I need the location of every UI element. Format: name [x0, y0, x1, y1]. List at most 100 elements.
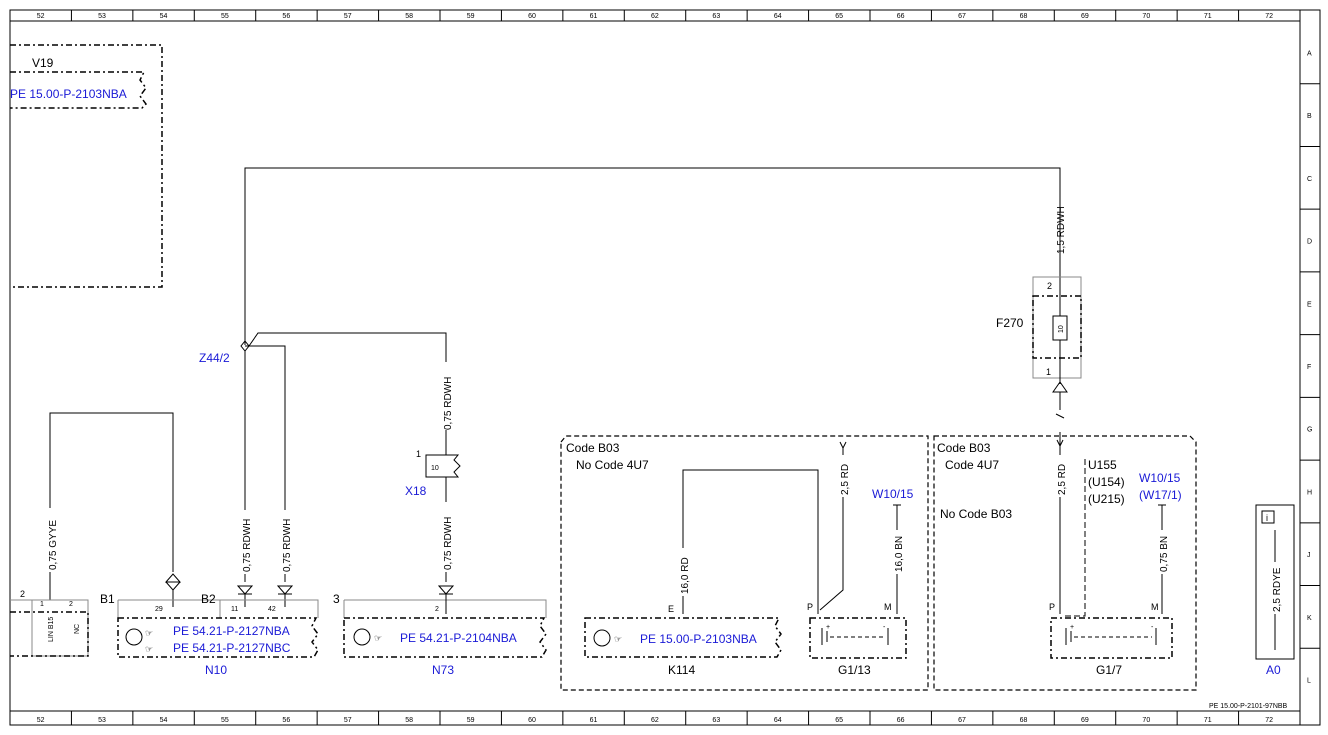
grid-column-label: 64: [774, 13, 782, 20]
svg-text:i: i: [1266, 513, 1268, 523]
code-box-1: Code B03 No Code 4U7: [560, 435, 929, 691]
n73-module: 3 2 ☞ PE 54.21-P-2104NBA N73: [333, 585, 547, 677]
grid-row-label: L: [1307, 678, 1311, 685]
svg-text:(U215): (U215): [1088, 492, 1125, 506]
n10-module: B1 B2 29 11 42 ☞ ☞ PE 54.21-P-2127NBA PE…: [100, 592, 319, 677]
grid-column-label: 66: [897, 717, 905, 724]
svg-text:2: 2: [20, 589, 25, 599]
svg-text:Code B03: Code B03: [566, 441, 620, 455]
grid-column-label: 58: [405, 13, 413, 20]
left-connector: 2 1 2 LIN B15 NC: [10, 589, 89, 657]
svg-text:+: +: [1070, 624, 1074, 631]
w171-label: (W17/1): [1139, 488, 1182, 502]
svg-text:M: M: [884, 602, 892, 612]
svg-text:+: +: [826, 624, 830, 631]
x18-label: X18: [405, 484, 427, 498]
n10-wires: 0,75 RDWH 0,75 RDWH 0,75 GYYE: [42, 412, 294, 607]
grid-column-label: 64: [774, 717, 782, 724]
grid-column-label: 61: [590, 13, 598, 20]
k114-ref-link[interactable]: PE 15.00-P-2103NBA: [640, 632, 757, 646]
n10-label: N10: [205, 663, 227, 677]
grid-row-label: G: [1307, 427, 1312, 434]
svg-text:2,5 RD: 2,5 RD: [840, 464, 851, 495]
svg-text:B1: B1: [100, 592, 115, 606]
f270-fuse: 10 2 1 F270: [996, 276, 1082, 419]
svg-text:-: -: [883, 624, 886, 631]
svg-text:E: E: [668, 604, 674, 614]
svg-text:2: 2: [69, 601, 73, 608]
grid-row-label: F: [1307, 364, 1311, 371]
x18-connector: 0,75 RDWH 10 1 X18 0,75 RDWH: [405, 362, 461, 582]
grid-column-label: 55: [221, 717, 229, 724]
grid-column-label: 71: [1204, 13, 1212, 20]
grid-row-label: D: [1307, 239, 1312, 246]
svg-text:No Code 4U7: No Code 4U7: [576, 458, 649, 472]
svg-text:0,75 RDWH: 0,75 RDWH: [443, 517, 454, 570]
svg-text:B2: B2: [201, 592, 216, 606]
grid-column-label: 57: [344, 13, 352, 20]
code-box-2: Code B03 Code 4U7 No Code B03: [933, 435, 1197, 691]
svg-text:Code 4U7: Code 4U7: [945, 458, 999, 472]
grid-column-label: 52: [37, 717, 45, 724]
svg-text:3: 3: [333, 592, 340, 606]
grid-row-label: A: [1307, 50, 1312, 57]
v19-ref-link[interactable]: PE 15.00-P-2103NBA: [10, 87, 127, 101]
grid-column-label: 62: [651, 13, 659, 20]
n73-label: N73: [432, 663, 454, 677]
svg-text:10: 10: [1058, 325, 1065, 333]
grid-column-label: 60: [528, 13, 536, 20]
grid-column-label: 72: [1265, 13, 1273, 20]
z44-junction: Z44/2: [199, 332, 447, 582]
v19-label: V19: [32, 56, 54, 70]
sheet-id: PE 15.00-P-2101-97NBB: [1209, 703, 1288, 710]
n73-ref-link[interactable]: PE 54.21-P-2104NBA: [400, 631, 517, 645]
svg-text:☞: ☞: [614, 634, 622, 644]
n10-ref-link-1[interactable]: PE 54.21-P-2127NBA: [173, 624, 290, 638]
grid-column-label: 53: [98, 13, 106, 20]
grid-column-label: 54: [160, 717, 168, 724]
grid-column-label: 54: [160, 13, 168, 20]
grid-row-label: H: [1307, 489, 1312, 496]
grid-column-label: 69: [1081, 717, 1089, 724]
wire-label-15rdwh: 1,5 RDWH: [1056, 206, 1067, 254]
grid-column-label: 60: [528, 717, 536, 724]
grid-column-label: 56: [282, 13, 290, 20]
g113-battery: 2,5 RD W10/15 16,0 BN P M + - G1/13: [807, 441, 914, 677]
svg-text:P: P: [1049, 602, 1055, 612]
svg-text:☞: ☞: [145, 628, 153, 638]
n10-ref-link-2[interactable]: PE 54.21-P-2127NBC: [173, 641, 291, 655]
svg-text:11: 11: [231, 606, 238, 613]
info-icon: [1261, 510, 1275, 524]
grid-column-label: 52: [37, 13, 45, 20]
svg-text:Code B03: Code B03: [937, 441, 991, 455]
svg-text:10: 10: [431, 465, 439, 472]
svg-text:0,75 BN: 0,75 BN: [1159, 536, 1170, 572]
grid-row-label: K: [1307, 615, 1312, 622]
svg-text:16,0 RD: 16,0 RD: [680, 557, 691, 594]
sheet-frame: [9, 9, 1321, 726]
grid-column-label: 65: [835, 717, 843, 724]
grid-row-label: J: [1307, 552, 1311, 559]
grid-column-label: 71: [1204, 717, 1212, 724]
svg-text:0,75 GYYE: 0,75 GYYE: [48, 520, 59, 570]
grid-column-label: 55: [221, 13, 229, 20]
svg-text:0,75 RDWH: 0,75 RDWH: [443, 377, 454, 430]
grid-column-label: 62: [651, 717, 659, 724]
grid-column-label: 59: [467, 717, 475, 724]
svg-text:☞: ☞: [374, 633, 382, 643]
a0-legend: i 2,5 RDYE A0: [1255, 504, 1295, 677]
grid-column-label: 59: [467, 13, 475, 20]
k114-label: K114: [668, 663, 695, 677]
svg-text:42: 42: [268, 606, 276, 613]
grid-column-label: 63: [712, 717, 720, 724]
top-feed-wire: 1,5 RDWH: [244, 167, 1067, 345]
svg-text:M: M: [1151, 602, 1159, 612]
k114-module: 16,0 RD E ☞ PE 15.00-P-2103NBA K114: [584, 469, 819, 677]
svg-text:No Code B03: No Code B03: [940, 507, 1012, 521]
svg-text:-: -: [1151, 624, 1154, 631]
grid-column-label: 72: [1265, 717, 1273, 724]
grid-column-label: 67: [958, 13, 966, 20]
g113-label: G1/13: [838, 663, 871, 677]
